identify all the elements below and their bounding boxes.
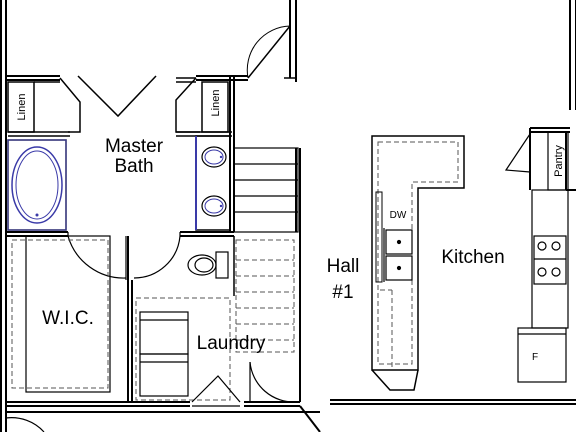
master-bath-label-line1: Master xyxy=(105,136,164,157)
hall-counter-dashed xyxy=(380,289,393,370)
kitchen-counter xyxy=(371,135,465,391)
kitchen-label: Kitchen xyxy=(441,247,504,268)
master-bath-label-line2: Bath xyxy=(114,156,153,177)
hall-label-line2: #1 xyxy=(332,282,353,303)
laundry-label: Laundry xyxy=(197,333,266,354)
toilet xyxy=(187,251,229,279)
counter-edge xyxy=(375,191,383,283)
vanity xyxy=(195,135,231,231)
master-bath-door xyxy=(77,75,196,118)
linen-closet-left xyxy=(7,77,81,137)
wic-shelf-dashed xyxy=(11,239,109,389)
fridge xyxy=(517,327,567,383)
hall-label-line1: Hall xyxy=(327,256,360,277)
bedroom-door xyxy=(246,25,296,79)
fridge-label: F xyxy=(532,352,538,363)
linen-closet-right xyxy=(175,77,232,137)
lower-door-arc xyxy=(5,417,45,432)
pantry-label: Pantry xyxy=(553,145,565,177)
wic-label: W.I.C. xyxy=(42,308,94,329)
dishwasher-label: DW xyxy=(390,210,407,221)
linen-label-left: Linen xyxy=(16,94,28,121)
sink xyxy=(383,228,413,282)
wic-shelving xyxy=(25,235,111,393)
laundry-counter xyxy=(135,297,231,401)
laundry-appliances xyxy=(139,311,189,397)
bath-door-arcs xyxy=(67,232,181,280)
pantry-door xyxy=(504,133,531,173)
stairs-lower xyxy=(235,239,295,353)
laundry-door xyxy=(191,361,297,407)
range xyxy=(531,189,569,329)
pantry-box xyxy=(547,131,569,191)
stairs xyxy=(233,147,299,233)
linen-label-right: Linen xyxy=(210,90,222,117)
bathtub xyxy=(7,139,67,231)
